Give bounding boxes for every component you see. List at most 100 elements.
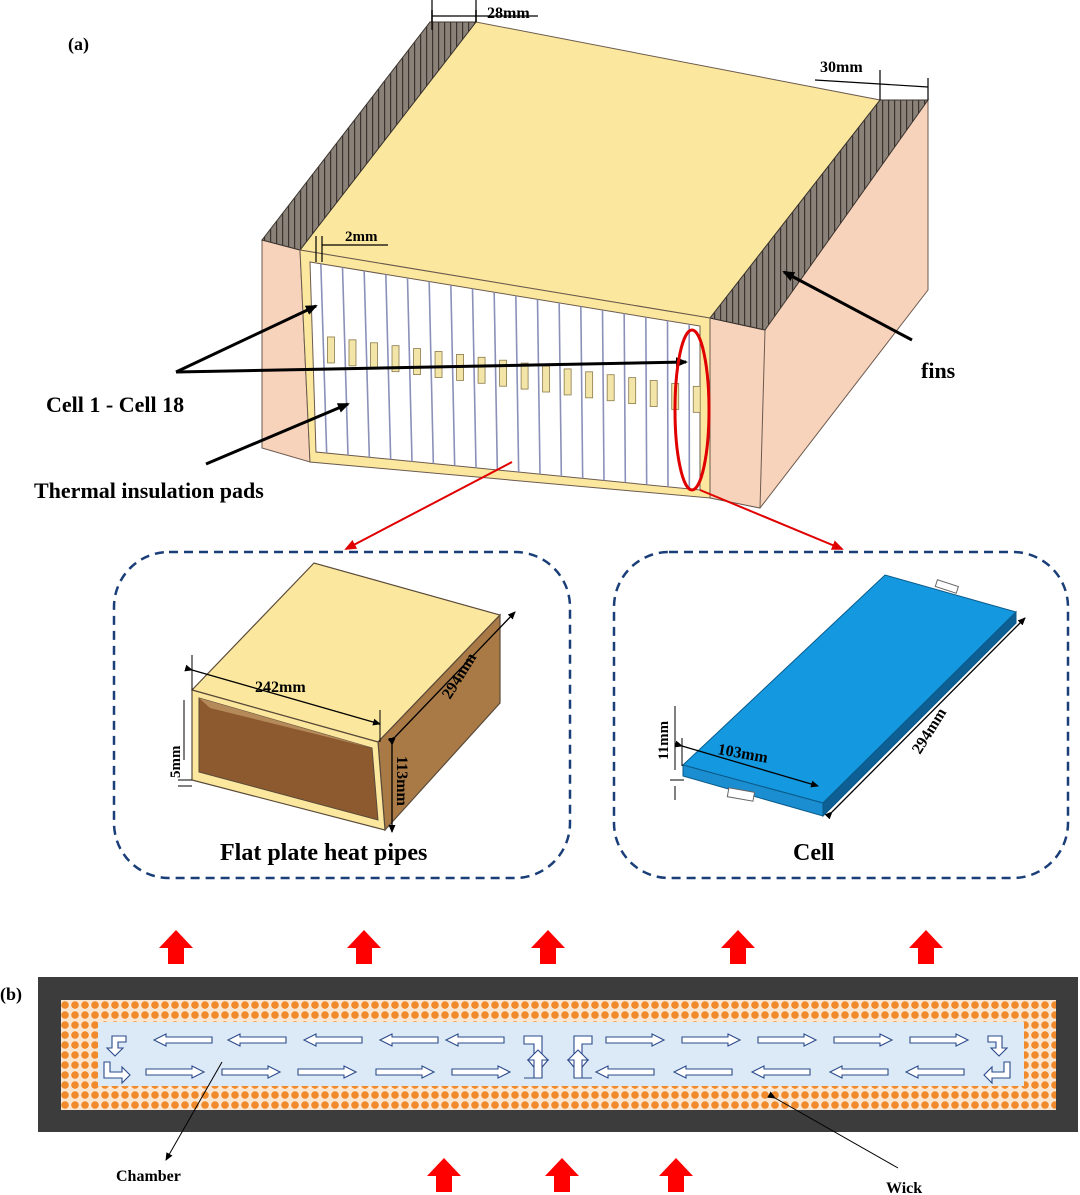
cell-tab <box>499 359 507 387</box>
flow-arrow <box>444 1033 505 1047</box>
callout-cells: Cell 1 - Cell 18 <box>46 304 688 417</box>
flow-arrow <box>594 1065 655 1079</box>
flow-arrow <box>297 1065 358 1079</box>
turn-arrow <box>983 1061 1011 1085</box>
cell-tab <box>542 365 551 393</box>
heat-arrows-top <box>159 930 943 964</box>
dim-2mm: 2mm <box>315 229 388 262</box>
flow-arrow <box>681 1033 742 1047</box>
dim-242mm: 242mm <box>255 679 306 696</box>
heat-pipe-inset-frame <box>112 550 572 880</box>
cell-tab <box>413 348 421 375</box>
dim-2mm-label: 2mm <box>345 229 378 245</box>
dim-5mm: 5mm <box>168 745 184 778</box>
flow-arrow <box>226 1033 287 1047</box>
cell-tab <box>391 345 400 373</box>
cell-edge <box>623 313 627 483</box>
heat-arrow <box>545 1158 579 1192</box>
cell-edge <box>428 281 435 464</box>
cell-tab <box>628 377 637 405</box>
panel-b-label: (b) <box>0 984 22 1005</box>
cell-edge <box>471 288 477 468</box>
cell-edge <box>363 270 371 458</box>
turn-arrow <box>524 1049 550 1079</box>
cell-tab <box>649 380 658 407</box>
heat-arrows-bottom <box>427 1158 693 1192</box>
chamber-leader <box>165 1061 223 1161</box>
flow-arrow <box>909 1033 970 1047</box>
cell-tab <box>370 342 378 370</box>
heat-arrow <box>721 930 755 964</box>
heat-arrow <box>531 930 565 964</box>
red-arrow-left <box>344 461 513 550</box>
dim-30mm: 30mm <box>814 59 929 100</box>
turn-arrow <box>103 1061 131 1085</box>
wick-label: Wick <box>886 1180 922 1195</box>
cell-edge <box>536 299 541 475</box>
cell-tab <box>563 368 572 396</box>
flow-arrow <box>378 1033 439 1047</box>
cell-edge <box>601 309 605 481</box>
heat-arrow <box>909 930 943 964</box>
pads-label: Thermal insulation pads <box>34 478 264 503</box>
cell-edge <box>406 277 413 462</box>
turn-arrow <box>566 1049 592 1079</box>
dim-28mm-label: 28mm <box>487 5 530 22</box>
heat-arrow <box>659 1158 693 1192</box>
cell-edge <box>666 320 669 487</box>
flow-arrow <box>833 1033 894 1047</box>
heat-pipe-title: Flat plate heat pipes <box>220 840 427 866</box>
cell-tab <box>434 351 443 378</box>
cell-inset-frame <box>612 550 1070 880</box>
cell-tab <box>692 385 701 413</box>
flow-arrow <box>828 1065 889 1079</box>
cell-array <box>320 263 701 489</box>
dim-28mm: 28mm <box>431 0 538 30</box>
dim-113mm: 113mm <box>393 756 410 806</box>
flow-arrow <box>904 1065 965 1079</box>
cell-tab <box>520 362 529 390</box>
flow-arrow <box>145 1065 206 1079</box>
flow-arrow <box>152 1033 213 1047</box>
flow-arrow <box>605 1033 666 1047</box>
flow-arrow <box>302 1033 363 1047</box>
heat-arrow <box>347 930 381 964</box>
flow-arrow <box>221 1065 282 1079</box>
cell-tab <box>348 339 357 367</box>
dim-30mm-label: 30mm <box>820 59 863 76</box>
vapor-chamber <box>98 1022 1024 1086</box>
flow-arrow <box>375 1065 436 1079</box>
heat-arrow <box>159 930 193 964</box>
cell-edge <box>515 295 520 473</box>
cell-edge <box>645 317 648 485</box>
cell-edge <box>341 267 349 456</box>
cell-edge <box>320 263 328 454</box>
battery-module <box>261 21 929 509</box>
cell-tab <box>477 356 486 384</box>
cell-tab <box>585 371 594 399</box>
fins-label: fins <box>921 358 956 383</box>
cell-tab <box>327 336 335 364</box>
cell-edge <box>493 292 499 470</box>
cell-title: Cell <box>793 840 835 866</box>
cell-tab <box>606 374 615 402</box>
flow-arrow <box>672 1065 733 1079</box>
dim-11mm: 11mm <box>656 720 672 760</box>
wick-leader <box>767 1091 899 1169</box>
cell-edge <box>558 302 563 477</box>
flow-arrows <box>103 1033 1011 1085</box>
flow-arrow <box>757 1033 818 1047</box>
turn-arrow <box>105 1035 127 1057</box>
panel-a-label: (a) <box>68 34 89 55</box>
callout-pads: Thermal insulation pads <box>34 402 350 503</box>
cell-drawing <box>682 574 1017 818</box>
turn-arrow <box>987 1035 1009 1057</box>
right-front-face <box>709 317 766 509</box>
red-arrow-right <box>699 489 844 550</box>
highlight-ellipse <box>673 328 711 492</box>
callout-fins: fins <box>782 270 956 383</box>
chamber-label: Chamber <box>116 1168 181 1185</box>
flow-arrow <box>451 1065 512 1079</box>
cells-label: Cell 1 - Cell 18 <box>46 392 184 417</box>
